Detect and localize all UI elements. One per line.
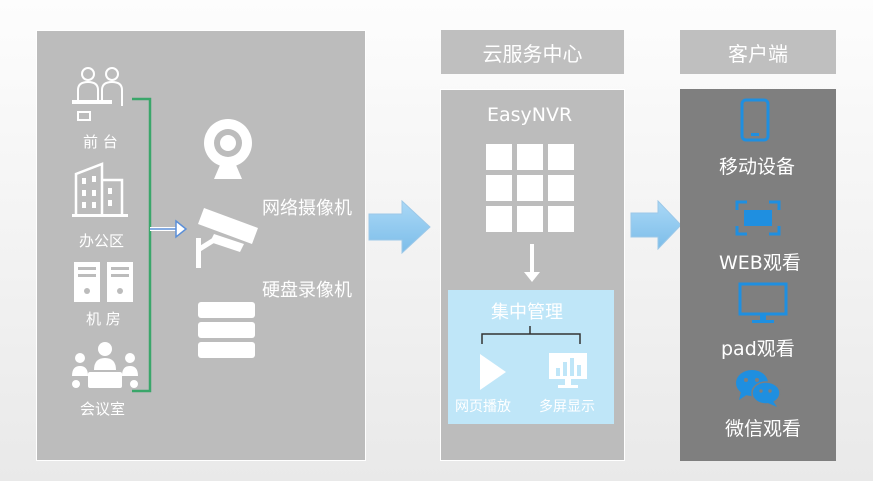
feature-multi-screen: 多屏显示	[539, 399, 595, 415]
cctv-camera-icon	[196, 208, 258, 268]
reception-icon	[72, 67, 123, 121]
scan-frame-icon	[735, 200, 781, 236]
feature-web-play: 网页播放	[455, 399, 511, 415]
network-camera-label: 网络摄像机	[262, 198, 352, 219]
client-item-mobile: 移动设备	[719, 156, 796, 178]
client-header-label: 客户端	[728, 41, 788, 66]
wechat-icon	[736, 370, 781, 407]
server-icon	[74, 262, 133, 302]
cloud-header-label: 云服务中心	[482, 41, 583, 66]
product-name: EasyNVR	[487, 104, 573, 126]
phone-icon	[740, 98, 770, 142]
flow-arrow-2	[630, 200, 682, 250]
dvr-stack-icon	[198, 302, 255, 362]
monitor-icon	[738, 282, 788, 323]
monitor-chart-icon	[549, 353, 587, 388]
meeting-icon	[72, 342, 138, 388]
webcam-icon	[204, 119, 252, 179]
cloud-header: 云服务中心	[441, 30, 624, 74]
location-label-server-room: 机 房	[86, 310, 121, 328]
brace	[481, 326, 581, 344]
client-item-pad: pad观看	[721, 338, 795, 360]
flow-arrow-1	[368, 200, 431, 254]
client-header: 客户端	[680, 30, 836, 74]
central-management-label: 集中管理	[491, 302, 563, 323]
client-item-web: WEB观看	[719, 252, 801, 274]
dvr-label: 硬盘录像机	[262, 280, 352, 301]
building-icon	[72, 162, 128, 217]
group-bracket	[132, 97, 188, 393]
client-item-wechat: 微信观看	[725, 418, 802, 440]
grid-icon	[486, 144, 574, 232]
location-label-meeting-room: 会议室	[80, 400, 126, 418]
location-label-front-desk: 前 台	[83, 133, 118, 151]
location-label-office: 办公区	[79, 232, 125, 250]
play-icon	[480, 354, 506, 390]
down-arrow-icon	[524, 244, 540, 282]
